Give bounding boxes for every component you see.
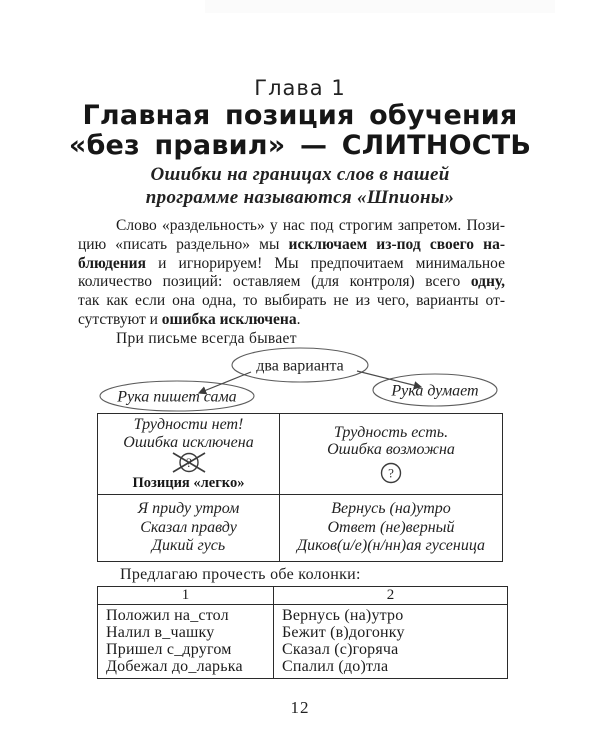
paragraph-line: сутствуют и ошибка исключена.: [78, 311, 505, 330]
example-line: Дикий гусь: [151, 537, 226, 555]
difficulty-comparison-table: Трудности нет! Ошибка исключена ? Позици…: [97, 413, 503, 562]
bold-text-segment: исключаем из-под своего на-: [288, 235, 505, 253]
crossed-question-icon: ?: [172, 452, 205, 473]
example-line: Вернусь (на)утро: [282, 607, 404, 624]
page-title: Главная позиция обучения «без правил» — …: [0, 101, 600, 161]
example-line: Налил в_чашку: [106, 624, 215, 641]
oval-hand-thinks: [372, 373, 498, 407]
oval-label-hand-thinks: Рука думает: [390, 383, 478, 400]
table-row: Трудности нет! Ошибка исключена ? Позици…: [97, 413, 503, 495]
two-columns-table: 1 2 Положил на_стол Налил в_чашку Пришел…: [97, 586, 508, 679]
paragraph-line: Слово «раздельность» у нас под строгим з…: [78, 217, 505, 236]
example-line: Положил на_стол: [106, 607, 229, 624]
page-subtitle: Ошибки на границах слов в нашей программ…: [0, 164, 600, 209]
position-easy-label: Позиция «легко»: [132, 475, 245, 491]
text-segment: цию «писать раздельно» мы: [78, 235, 289, 253]
example-line: Я приду утром: [137, 500, 240, 518]
subtitle-line: программе называются «Шпионы»: [145, 186, 455, 208]
column-2-cell: Вернусь (на)утро Бежит (в)догонку Сказал…: [273, 604, 508, 679]
example-line: Спалил (до)тла: [282, 658, 389, 675]
bold-text-segment: блюдения: [78, 254, 146, 272]
column-1-header: 1: [97, 586, 274, 605]
example-line: Добежал до_ларька: [106, 658, 243, 675]
text-segment: так как если она одна, то выбирать не из…: [78, 292, 505, 310]
table-row: Положил на_стол Налил в_чашку Пришел с_д…: [97, 604, 508, 679]
arrow-to-left-oval: [197, 371, 252, 395]
variants-diagram: два варианта Рука пишет сама Рука думает: [99, 347, 498, 412]
read-columns-prompt: Предлагаю прочесть обе колонки:: [120, 566, 361, 583]
scan-artifact: [205, 0, 555, 13]
circled-question-icon: ?: [380, 462, 402, 483]
table-header-row: 1 2: [97, 586, 508, 605]
text-segment: сутствуют и: [78, 310, 162, 328]
cell-line: Ошибка возможна: [327, 441, 455, 458]
cell-easy-examples: Я приду утром Сказал правду Дикий гусь: [97, 494, 280, 562]
text-segment: .: [296, 310, 301, 328]
example-line: Ответ (не)верный: [327, 518, 455, 536]
example-line: Сказал правду: [140, 518, 237, 536]
subtitle-line: Ошибки на границах слов в нашей: [150, 164, 450, 185]
cell-has-difficulty: Трудность есть. Ошибка возможна ?: [279, 413, 503, 495]
bold-text-segment: ошибка исключена: [161, 310, 297, 328]
oval-two-variants: [231, 347, 369, 383]
text-segment: и игнорируем! Мы предпочитаем минимально…: [146, 254, 505, 272]
chapter-heading: Глава 1: [254, 76, 346, 100]
cell-line: Трудность есть.: [333, 423, 449, 441]
example-line: Сказал (с)горяча: [282, 641, 399, 658]
text-segment: количество позиций: оставляем (для контр…: [78, 273, 471, 291]
oval-hand-writes: [99, 380, 255, 412]
text-segment: Слово «раздельность» у нас под строгим з…: [116, 217, 505, 234]
intro-paragraph: Слово «раздельность» у нас под строгим з…: [78, 217, 505, 330]
title-line: «без правил» — СЛИТНОСТЬ: [68, 130, 532, 161]
oval-label-two-variants: два варианта: [256, 358, 344, 375]
page-number: 12: [290, 698, 310, 717]
cell-hard-examples: Вернусь (на)утро Ответ (не)верный Диков(…: [279, 494, 503, 562]
question-glyph: ?: [186, 455, 192, 470]
example-line: Пришел с_другом: [106, 641, 232, 658]
column-1-cell: Положил на_стол Налил в_чашку Пришел с_д…: [97, 604, 274, 679]
column-2-header: 2: [273, 586, 508, 605]
paragraph-line: цию «писать раздельно» мы исключаем из-п…: [78, 236, 505, 255]
cell-no-difficulty: Трудности нет! Ошибка исключена ? Позици…: [97, 413, 280, 495]
question-glyph: ?: [388, 465, 394, 480]
paragraph-line: блюдения и игнорируем! Мы предпочитаем м…: [78, 255, 505, 274]
arrow-to-right-oval: [356, 370, 423, 390]
cell-line: Ошибка исключена: [123, 433, 254, 451]
paragraph-line: так как если она одна, то выбирать не из…: [78, 292, 505, 311]
example-line: Бежит (в)догонку: [282, 624, 405, 641]
lead-in-line: При письме всегда бывает: [116, 330, 297, 347]
paragraph-line: количество позиций: оставляем (для контр…: [78, 273, 505, 292]
oval-label-hand-writes: Рука пишет сама: [116, 389, 236, 406]
cell-line: Трудности нет!: [133, 416, 244, 433]
bold-text-segment: одну,: [470, 273, 505, 291]
example-line: Диков(и/е)(н/нн)ая гусеница: [296, 537, 486, 555]
example-line: Вернусь (на)утро: [331, 500, 451, 518]
table-row: Я приду утром Сказал правду Дикий гусь В…: [97, 494, 503, 562]
title-line: Главная позиция обучения: [82, 100, 518, 131]
